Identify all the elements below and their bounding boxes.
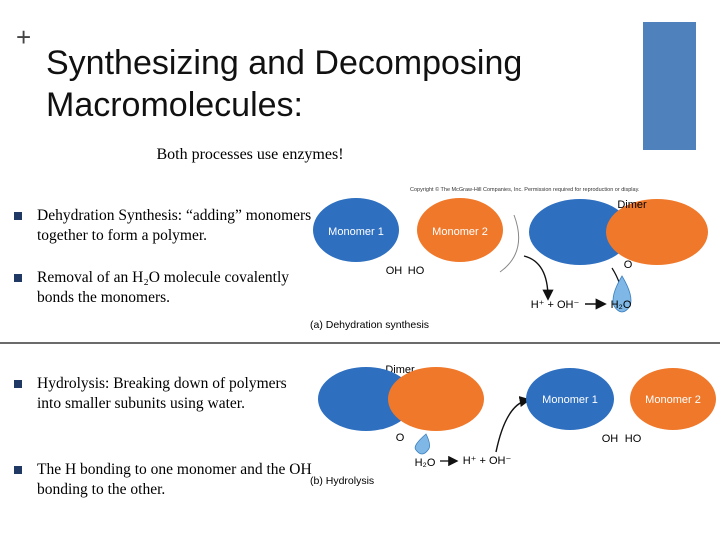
- monomer1-b-blue-shape: [526, 368, 614, 430]
- monomer1-label: Monomer 1: [328, 226, 384, 238]
- monomer2-orange-shape: [417, 198, 503, 262]
- bullet-square-icon: [14, 212, 22, 220]
- bullet-text: The H bonding to one monomer and the OH …: [37, 461, 312, 498]
- ions-label: H⁺ + OH⁻: [531, 299, 580, 311]
- bullet-square-icon: [14, 466, 22, 474]
- slide-title: Synthesizing and Decomposing Macromolecu…: [46, 44, 523, 124]
- water-drop-icon-b: [414, 433, 430, 455]
- o-label: O: [624, 259, 633, 271]
- monomer2-label: Monomer 2: [432, 226, 488, 238]
- o-label-b: O: [396, 432, 405, 444]
- reaction-sweep-curve: [499, 214, 520, 273]
- ions-label-b: H⁺ + OH⁻: [463, 455, 512, 467]
- slide-subtitle: Both processes use enzymes!: [156, 146, 344, 163]
- dimer-blue-shape: [529, 199, 631, 265]
- dimer-b-blue-shape: [318, 367, 414, 431]
- monomer1-blue-shape: [313, 198, 399, 262]
- dimer-b-orange-shape: [388, 367, 484, 431]
- dimer-label: Dimer: [617, 199, 647, 211]
- bullet-text: Removal of an H₂O molecule covalently bo…: [37, 269, 290, 306]
- bullet-square-icon: [14, 380, 22, 388]
- caption-hydrolysis: (b) Hydrolysis: [310, 475, 374, 487]
- accent-bar: [643, 22, 696, 150]
- bullet-text: Dehydration Synthesis: “adding” monomers…: [37, 207, 312, 244]
- reaction-arrow-down: [523, 255, 554, 301]
- water-label-b: H₂O: [415, 457, 436, 469]
- oh-label: OH: [386, 265, 403, 277]
- ho-label-b: HO: [625, 433, 642, 445]
- reaction-arrow-up: [495, 396, 531, 453]
- dimer-orange-shape: [606, 199, 708, 265]
- water-label: H₂O: [611, 299, 632, 311]
- oh-label-b: OH: [602, 433, 619, 445]
- ho-label: HO: [408, 265, 425, 277]
- monomer2-b-orange-shape: [630, 368, 716, 430]
- water-drop-icon: [612, 275, 632, 313]
- copyright-text: Copyright © The McGraw-Hill Companies, I…: [410, 186, 640, 193]
- monomer2-b-label: Monomer 2: [645, 394, 701, 406]
- bullet-square-icon: [14, 274, 22, 282]
- monomer1-b-label: Monomer 1: [542, 394, 598, 406]
- section-divider: [0, 342, 720, 344]
- caption-dehydration: (a) Dehydration synthesis: [310, 319, 429, 331]
- plus-mark: +: [16, 22, 32, 52]
- bullet-text: Hydrolysis: Breaking down of polymers in…: [37, 375, 287, 412]
